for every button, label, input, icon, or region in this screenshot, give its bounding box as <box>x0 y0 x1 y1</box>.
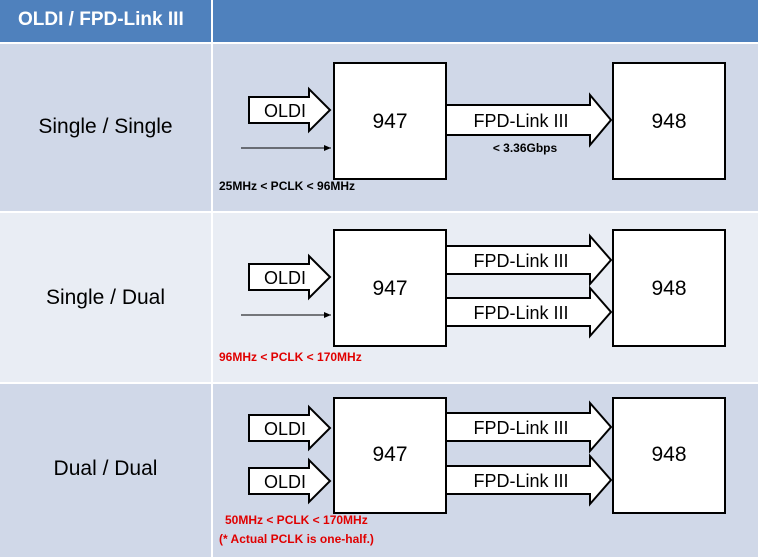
deserializer-box <box>612 397 726 514</box>
fpd-link-arrow <box>445 92 613 148</box>
fpd-link-arrow-1 <box>445 400 613 454</box>
deserializer-label: 948 <box>651 443 686 466</box>
oldi-arrow-label: OLDI <box>264 268 306 288</box>
deserializer-box <box>612 229 726 347</box>
serializer-label: 947 <box>372 277 407 300</box>
fpd-link-arrow-1 <box>445 233 613 287</box>
row-2-label-cell: Single / Dual <box>0 213 211 382</box>
serializer-label: 947 <box>372 110 407 133</box>
fpd-link-arrow-2 <box>445 285 613 339</box>
oldi-arrow-1-label: OLDI <box>264 419 306 439</box>
row-3-diagram: OLDI OLDI 947 FPD-Link III FPD-Link III … <box>219 397 726 546</box>
row-3-diagram-cell: OLDI OLDI 947 FPD-Link III FPD-Link III … <box>213 384 758 557</box>
row-1-diagram: OLDI 947 FPD-Link III < 3.36Gbps 948 25M… <box>219 62 726 193</box>
header-title-cell: OLDI / FPD-Link III <box>0 0 211 42</box>
deserializer-label: 948 <box>651 277 686 300</box>
fpd-link-arrow-1-label: FPD-Link III <box>473 251 568 271</box>
row-2-diagram-cell: OLDI 947 FPD-Link III FPD-Link III 948 9… <box>213 213 758 382</box>
pclk-range-note: 50MHz < PCLK < 170MHz <box>225 513 368 527</box>
pclk-range-note: 96MHz < PCLK < 170MHz <box>219 350 362 364</box>
pclk-range-note: 25MHz < PCLK < 96MHz <box>219 179 355 193</box>
fpd-link-arrow-label: FPD-Link III <box>473 111 568 131</box>
oldi-arrow-2 <box>248 457 332 505</box>
row-3-label-cell: Dual / Dual <box>0 384 211 557</box>
row-2-diagram: OLDI 947 FPD-Link III FPD-Link III 948 9… <box>219 229 726 364</box>
row-1-label-cell: Single / Single <box>0 44 211 211</box>
oldi-arrow-2-label: OLDI <box>264 472 306 492</box>
row-3-label: Dual / Dual <box>53 457 158 480</box>
deserializer-label: 948 <box>651 110 686 133</box>
row-1-label: Single / Single <box>38 115 173 138</box>
serializer-box <box>333 229 447 347</box>
row-2-label: Single / Dual <box>45 286 166 309</box>
oldi-arrow <box>248 253 332 301</box>
fpd-link-arrow-2 <box>445 453 613 507</box>
link-rate-label: < 3.36Gbps <box>493 141 558 155</box>
header-blank-cell <box>213 0 758 42</box>
oldi-arrow <box>248 86 332 134</box>
deserializer-box <box>612 62 726 180</box>
fpd-link-arrow-2-label: FPD-Link III <box>473 471 568 491</box>
row-1-diagram-cell: OLDI 947 FPD-Link III < 3.36Gbps 948 25M… <box>213 44 758 211</box>
oldi-arrow-1 <box>248 404 332 452</box>
oldi-arrow-label: OLDI <box>264 101 306 121</box>
serializer-box <box>333 62 447 180</box>
table-title: OLDI / FPD-Link III <box>18 9 184 30</box>
serializer-box <box>333 397 447 514</box>
pclk-half-note: (* Actual PCLK is one-half.) <box>219 532 374 546</box>
fpd-link-arrow-1-label: FPD-Link III <box>473 418 568 438</box>
fpd-link-arrow-2-label: FPD-Link III <box>473 303 568 323</box>
serializer-label: 947 <box>372 443 407 466</box>
